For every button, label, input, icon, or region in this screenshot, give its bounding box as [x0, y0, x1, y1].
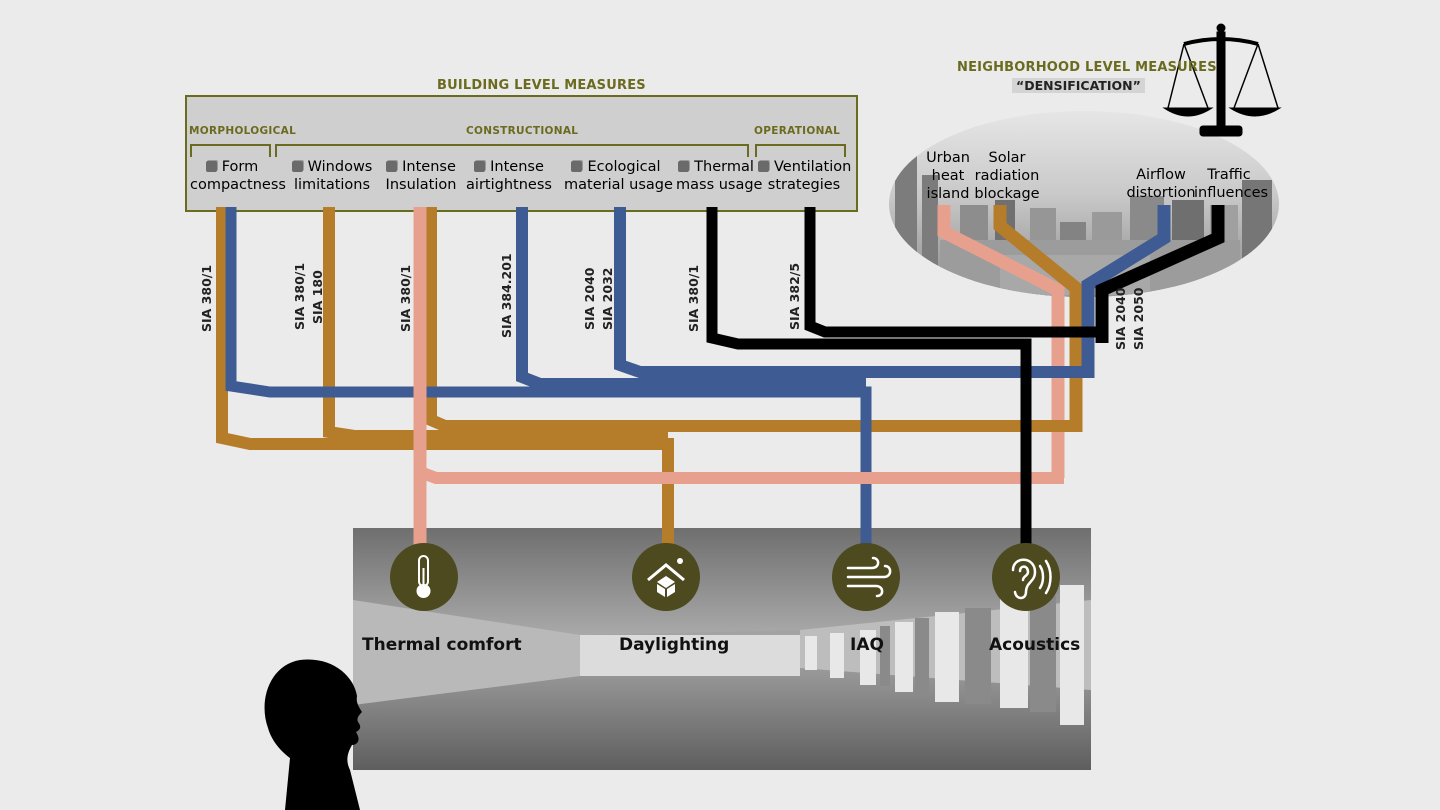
outcome-acoustics: Acoustics [989, 635, 1081, 655]
standard-label: SIA 380/1 [292, 262, 307, 330]
flow-thermal-link [417, 466, 1064, 484]
cube-icon [678, 161, 690, 172]
flow-urban-heat [937, 205, 1065, 478]
group-label-morphological: MORPHOLOGICAL [189, 125, 297, 137]
cube-icon [205, 161, 217, 172]
room-interior [353, 528, 1091, 770]
measure-intense-airtightness: Intense airtightness [466, 159, 552, 193]
neighborhood-solar-radiation: Solar radiation blockage [974, 150, 1040, 202]
building-title: BUILDING LEVEL MEASURES [437, 78, 646, 93]
standard-label: SIA 384.201 [499, 253, 514, 338]
outcome-thermal-comfort: Thermal comfort [362, 635, 522, 655]
building-panel [185, 95, 858, 212]
flow-form-daylight [216, 207, 674, 548]
flow-windows-daylight [323, 207, 668, 442]
flow-airtight-iaq [516, 207, 866, 390]
standard-label: SIA 380/1 [686, 264, 701, 332]
flow-ecological-iaq [614, 207, 1090, 378]
cube-icon [386, 161, 398, 172]
neighborhood-title: NEIGHBORHOOD LEVEL MEASURES [957, 60, 1217, 75]
group-label-constructional: CONSTRUCTIONAL [466, 125, 579, 137]
group-brackets [190, 144, 846, 157]
measure-form-compactness: Form compactness [190, 159, 286, 193]
neighborhood-urban-heat-island: Urban heat island [926, 150, 970, 202]
flow-traffic [1095, 205, 1225, 343]
measure-windows-limitations: Windows limitations [284, 158, 380, 194]
cube-icon [291, 161, 303, 172]
standard-label: SIA 380/1 [398, 264, 413, 332]
group-label-operational: OPERATIONAL [754, 125, 841, 137]
flow-insulation-daylight [425, 207, 1076, 432]
flow-thermal-mass-acoustics [706, 207, 1032, 545]
standard-label: SIA 2040 [582, 267, 597, 330]
cube-icon [474, 161, 486, 172]
flow-solar [993, 205, 1083, 432]
neighborhood-traffic-influences: Traffic influences [1194, 167, 1269, 201]
measure-ventilation-strategies: Ventilation strategies [758, 158, 851, 194]
standard-label: SIA 2032 [600, 267, 615, 330]
person-silhouette-icon [264, 659, 362, 810]
flow-ventilation-acoustics [804, 207, 1102, 338]
outcome-daylighting: Daylighting [619, 635, 730, 655]
flow-lines [216, 205, 1225, 548]
outcome-iaq: IAQ [850, 635, 884, 655]
standard-label: SIA 380/1 [199, 264, 214, 332]
standard-label: SIA 2040 [1113, 287, 1128, 350]
standard-label: SIA 382/5 [787, 262, 802, 330]
outcome-icons [390, 543, 1060, 611]
measure-thermal-mass: Thermal mass usage [676, 159, 763, 193]
measure-intense-insulation: Intense Insulation [385, 159, 457, 193]
flow-form-iaq [225, 207, 872, 545]
neighborhood-subtitle: “DENSIFICATION” [1012, 78, 1145, 93]
cube-icon [571, 161, 583, 172]
standard-label: SIA 2050 [1131, 287, 1146, 350]
balance-scale-icon [1162, 23, 1282, 137]
standard-label: SIA 180 [310, 270, 325, 324]
neighborhood-airflow-distortion: Airflow distortion [1126, 167, 1196, 201]
measure-ecological-material: Ecological material usage [564, 159, 673, 193]
cube-icon [758, 161, 769, 172]
